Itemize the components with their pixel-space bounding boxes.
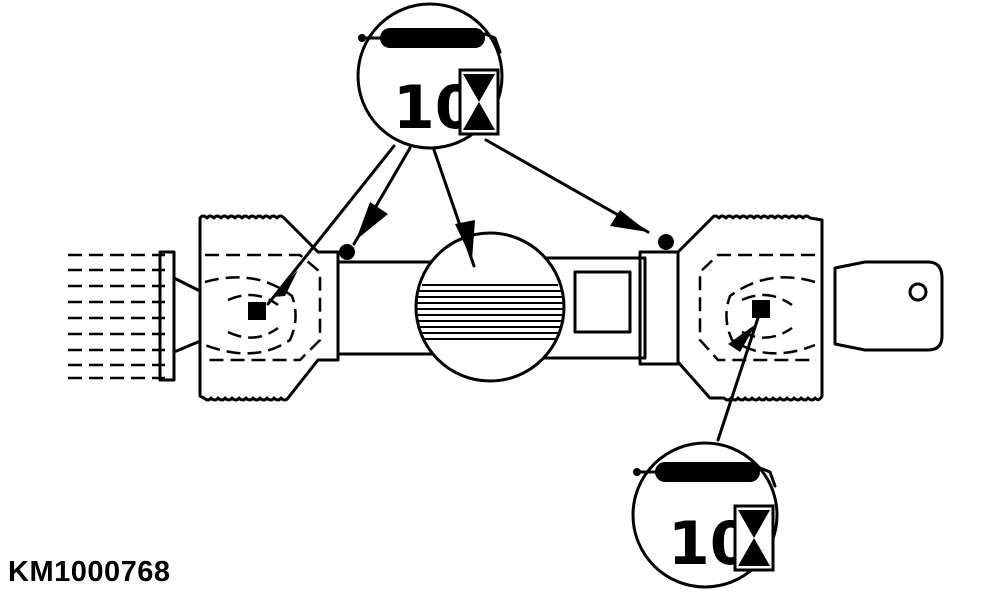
callout-arrows — [266, 138, 760, 442]
grease-fitting-right — [658, 234, 674, 250]
lubrication-callout-bottom: 10 — [631, 441, 779, 589]
figure-id-label: KM1000768 — [8, 556, 171, 588]
right-hitch-end — [833, 260, 944, 352]
spline-detail-circle — [414, 231, 566, 383]
lubrication-callout-top: 10 — [356, 2, 504, 150]
hourglass-icon — [733, 504, 775, 572]
grease-fitting-left — [339, 244, 355, 260]
right-yoke — [676, 214, 824, 402]
hourglass-icon — [458, 68, 500, 136]
left-yoke — [198, 214, 340, 402]
left-spline-end — [68, 250, 200, 382]
